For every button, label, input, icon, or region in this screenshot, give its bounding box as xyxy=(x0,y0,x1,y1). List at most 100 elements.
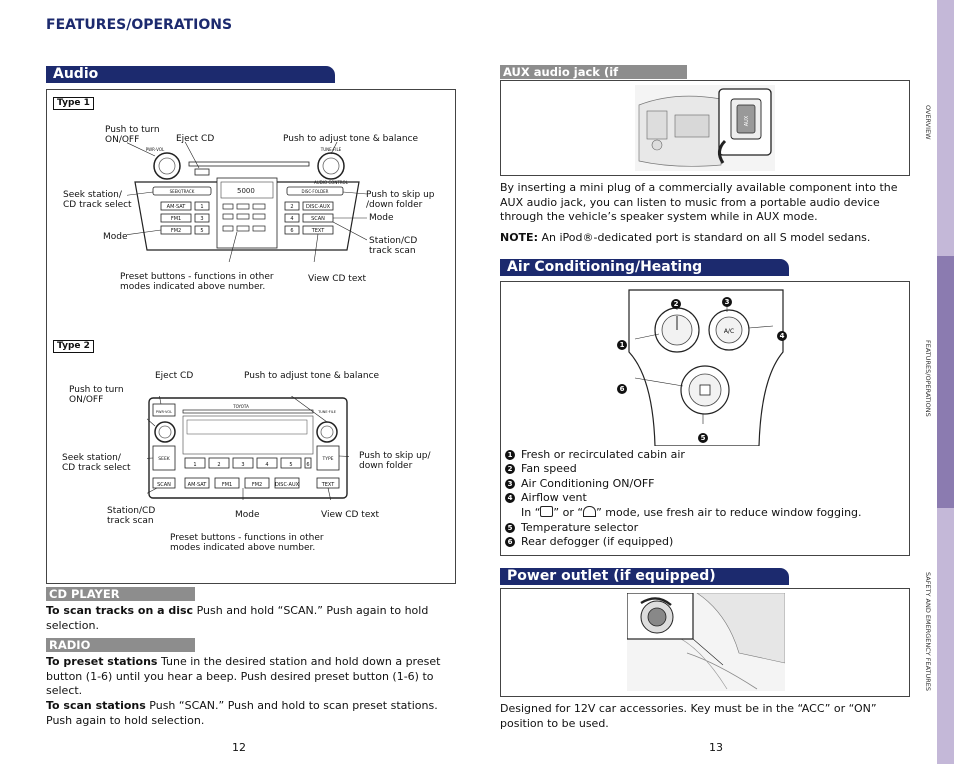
aux-body: By inserting a mini plug of a commercial… xyxy=(500,181,898,223)
side-tab-overview[interactable]: OVERVIEW xyxy=(924,105,932,140)
t1-volume-knob xyxy=(153,152,181,180)
t2-brand: TOYOTA xyxy=(232,404,249,409)
t1-btn-3: 3 xyxy=(200,216,203,222)
t1-label-mode-left: Mode xyxy=(103,232,128,242)
radio-scan-body: Push “SCAN.” Push and hold to scan prese… xyxy=(46,699,438,727)
power-image-box xyxy=(500,588,910,697)
t2-label-preset: Preset buttons - functions in other mode… xyxy=(170,533,324,553)
t2-btn-3: 3 xyxy=(241,462,244,468)
svg-text:TYPE: TYPE xyxy=(321,456,333,462)
ac-callout-1: 1 xyxy=(617,333,633,352)
cd-player-text: To scan tracks on a disc Push and hold “… xyxy=(46,604,446,633)
t1-btn-text: TEXT xyxy=(311,228,326,234)
t2-tune-knob xyxy=(316,421,338,443)
t1-disc-label: DISC·FOLDER xyxy=(302,189,329,194)
t1-seek-label: SEEK/TRACK xyxy=(170,189,195,194)
svg-text:SEEK: SEEK xyxy=(158,456,171,462)
t1-btn-5: 5 xyxy=(200,228,203,234)
t1-pwr-label: PWR·VOL xyxy=(146,147,165,152)
t2-label-eject: Eject CD xyxy=(155,371,194,381)
radio-scan-text: To scan stations Push “SCAN.” Push and h… xyxy=(46,699,450,728)
t1-label-view-text: View CD text xyxy=(308,274,367,284)
ac-callout-3: 3 xyxy=(722,290,738,309)
vent-windshield-icon xyxy=(540,506,554,517)
audio-diagram-box: Type 1 Push to turn ON/OFF Eject CD Push… xyxy=(46,89,456,584)
type1-radio-illustration: 5000 AM·SAT FM1 FM2 1 3 5 2 4 6 DISC·AUX… xyxy=(127,142,367,262)
t2-label-seek: Seek station/ CD track select xyxy=(62,453,131,473)
t1-label-preset: Preset buttons - functions in other mode… xyxy=(120,272,274,292)
t2-label-mode: Mode xyxy=(235,510,260,520)
t2-btn-6: 6 xyxy=(306,462,309,468)
t1-btn-scan: SCAN xyxy=(311,216,325,222)
t2-label-scan: Station/CD track scan xyxy=(107,506,156,526)
type1-tag: Type 1 xyxy=(53,97,94,110)
radio-preset-text: To preset stations Tune in the desired s… xyxy=(46,655,450,699)
defrost-icon xyxy=(583,506,597,517)
aux-note-bold: NOTE: xyxy=(500,231,538,244)
aux-image-box: AUX xyxy=(500,80,910,176)
side-tab-active[interactable] xyxy=(937,256,954,508)
t2-btn-4: 4 xyxy=(265,462,268,468)
cd-player-title: CD PLAYER xyxy=(46,587,195,601)
t1-btn-1: 1 xyxy=(200,204,203,210)
t1-display-text: 5000 xyxy=(237,187,255,195)
t1-tune-knob xyxy=(317,152,345,180)
t1-seek-button xyxy=(152,186,212,196)
t1-label-eject: Eject CD xyxy=(176,134,215,144)
side-tab-safety[interactable]: SAFETY AND EMERGENCY FEATURES xyxy=(924,572,932,691)
power-outlet-illustration xyxy=(627,593,785,691)
t2-label-tone: Push to adjust tone & balance xyxy=(244,371,380,381)
t1-audio-ctrl-label: AUDIO CONTROL xyxy=(314,180,349,185)
t2-btn-1: 1 xyxy=(193,462,196,468)
power-body: Designed for 12V car accessories. Key mu… xyxy=(500,702,877,730)
audio-section-title: Audio xyxy=(46,66,335,83)
page-header: FEATURES/OPERATIONS xyxy=(46,17,233,33)
radio-scan-bold: To scan stations xyxy=(46,699,146,712)
t1-label-seek: Seek station/ CD track select xyxy=(63,190,132,210)
ac-callout-6: 6 xyxy=(617,377,633,396)
ac-callout-2: 2 xyxy=(671,292,687,311)
aux-note-body: An iPod®-dedicated port is standard on a… xyxy=(537,231,871,244)
ac-box: A/C 1 2 3 4 6 5 xyxy=(500,281,910,556)
t2-type-button xyxy=(316,445,340,471)
type2-radio-illustration: TOYOTA PWR·VOL TUNE·FILE SEEK TYPE 1 2 3… xyxy=(147,396,349,500)
ac-knob-label: A/C xyxy=(724,328,734,335)
cd-player-bold: To scan tracks on a disc xyxy=(46,604,194,617)
t1-label-scan: Station/CD track scan xyxy=(369,236,418,256)
ac-section-title: Air Conditioning/Heating xyxy=(500,259,789,276)
t2-btn-disc: DISC·AUX xyxy=(275,482,300,488)
power-section-title: Power outlet (if equipped) xyxy=(500,568,789,585)
t2-btn-fm1: FM1 xyxy=(222,482,232,488)
t1-disc-button xyxy=(286,186,344,196)
radio-title: RADIO xyxy=(46,638,195,652)
type2-tag: Type 2 xyxy=(53,340,94,353)
aux-jack-label: AUX xyxy=(744,115,750,126)
t1-btn-4: 4 xyxy=(290,216,293,222)
t1-tune-label: TUNE·FILE xyxy=(320,147,342,152)
radio-preset-bold: To preset stations xyxy=(46,655,158,668)
t2-btn-text: TEXT xyxy=(321,482,336,488)
t2-btn-5: 5 xyxy=(289,462,292,468)
t2-btn-fm2: FM2 xyxy=(252,482,262,488)
ac-callout-5: 5 xyxy=(698,426,714,445)
t1-label-skip: Push to skip up /down folder xyxy=(366,190,435,210)
aux-note: NOTE: An iPod®-dedicated port is standar… xyxy=(500,231,905,246)
page-number-left: 12 xyxy=(232,741,246,754)
side-tab-features[interactable]: FEATURES/OPERATIONS xyxy=(924,340,932,417)
t1-btn-fm1: FM1 xyxy=(171,216,181,222)
aux-title: AUX audio jack (if equipped) xyxy=(500,65,687,93)
t1-label-mode-right: Mode xyxy=(369,213,394,223)
t2-btn-scan: SCAN xyxy=(157,482,171,488)
t2-label-view-text: View CD text xyxy=(321,510,380,520)
t2-label-on-off: Push to turn ON/OFF xyxy=(69,385,124,405)
page-number-right: 13 xyxy=(709,741,723,754)
t1-btn-6: 6 xyxy=(290,228,293,234)
ac-controls-illustration: A/C xyxy=(628,289,784,446)
t2-btn-am: AM·SAT xyxy=(188,482,208,488)
t2-volume-knob xyxy=(154,421,176,443)
